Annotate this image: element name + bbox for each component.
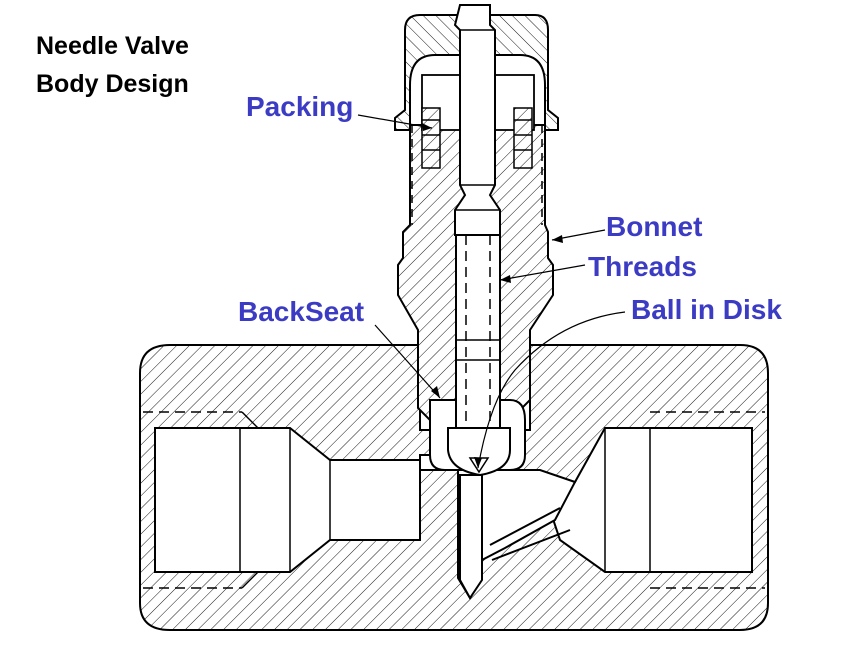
label-bonnet: Bonnet (606, 211, 703, 242)
label-ball-in-disk: Ball in Disk (631, 294, 782, 325)
valve-body (139, 344, 769, 631)
label-threads: Threads (588, 251, 697, 282)
ball-in-disk-leader (477, 311, 626, 469)
title-line-2: Body Design (36, 70, 189, 98)
leader-lines (357, 114, 626, 469)
title-line-1: Needle Valve (36, 32, 189, 60)
left-port-bore (154, 427, 421, 573)
packing-rings (421, 107, 533, 169)
threads-leader (499, 264, 586, 281)
stem (447, 4, 511, 600)
stem-shaft (455, 234, 501, 466)
packing-leader (357, 114, 433, 129)
backseat-leader (374, 324, 441, 399)
label-packing: Packing (246, 91, 354, 122)
needle-tip (459, 474, 483, 600)
packing-nut (394, 14, 559, 131)
label-backseat: BackSeat (238, 296, 365, 327)
stem-upper (453, 4, 501, 236)
